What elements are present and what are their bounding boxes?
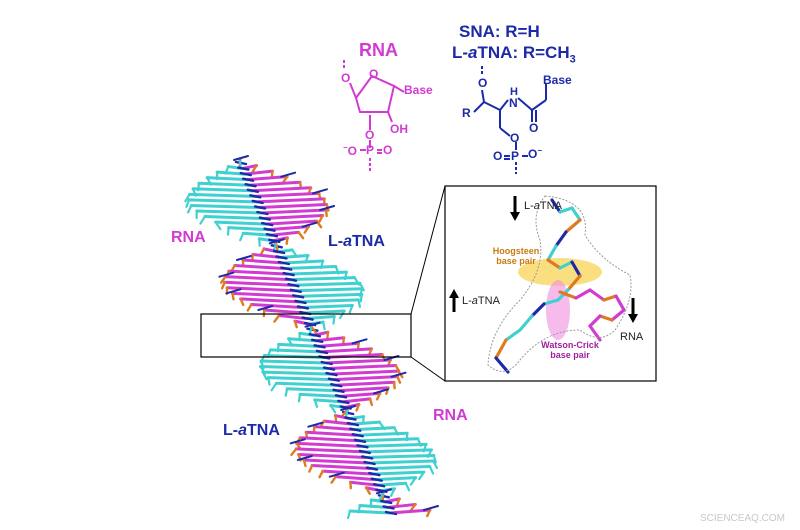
inset-rna-label: RNA <box>620 331 644 343</box>
tna-o-dbl-label: O <box>493 149 503 163</box>
zoom-connector-top <box>410 185 446 315</box>
rna-ribose-structure <box>343 60 405 172</box>
rna-ring-o-label: O <box>369 67 379 81</box>
tna-p-label: P <box>511 149 520 163</box>
rna-o-label: O <box>341 71 351 85</box>
rna-strand-label-top: RNA <box>171 229 206 246</box>
tna-base-label: Base <box>543 73 572 87</box>
rna-o3-label: O <box>365 128 375 142</box>
arrow-down-icon <box>510 196 520 221</box>
rna-oh-label: OH <box>390 122 408 136</box>
latna-strand-label-top: L-aTNA <box>328 233 385 250</box>
sna-formula-line: SNA: R=H <box>459 22 540 41</box>
tna-n-label: N <box>509 96 518 110</box>
rna-o-dbl-label: O <box>383 143 393 157</box>
arrow-up-icon <box>449 289 459 312</box>
rna-title: RNA <box>359 40 398 60</box>
arrow-down-icon <box>628 298 638 323</box>
latna-strand-label-bottom: L-aTNA <box>223 422 280 439</box>
rna-p-label: P <box>366 143 375 157</box>
tna-o-minus-label: O− <box>528 146 543 161</box>
rna-base-label: Base <box>404 83 433 97</box>
inset-nucleotide-model <box>487 195 632 374</box>
rna-strand-label-bottom: RNA <box>433 407 468 424</box>
tna-carbonyl-o-label: O <box>529 121 539 135</box>
zoom-region-box <box>200 313 412 358</box>
inset-latna-top-label: L-aTNA <box>524 200 562 212</box>
watermark: SCIENCEAQ.COM <box>700 513 786 524</box>
hoogsteen-highlight <box>518 258 602 286</box>
tna-r-label: R <box>462 106 471 120</box>
duplex-helix <box>184 155 439 520</box>
tna-o-label: O <box>478 76 488 90</box>
inset-latna-left-label: L-aTNA <box>462 295 500 307</box>
zoom-connector-bottom <box>410 356 446 382</box>
rna-o-minus-label: −O <box>343 143 358 158</box>
tna-o2-label: O <box>510 131 520 145</box>
latna-formula-line: L-aTNA: R=CH3 <box>452 43 576 66</box>
tna-backbone-structure <box>473 66 547 174</box>
tna-h-label: H <box>510 86 518 98</box>
